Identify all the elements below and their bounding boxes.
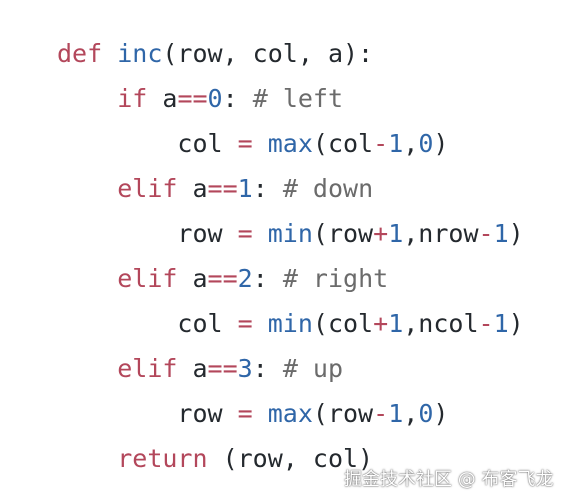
code-line: elif a==1: # down bbox=[57, 174, 373, 204]
code-token: == bbox=[207, 264, 238, 293]
code-line: row = min(row+1,nrow-1) bbox=[57, 219, 524, 249]
code-token: elif bbox=[117, 264, 178, 293]
code-token bbox=[57, 264, 117, 293]
code-token: (row, col, a): bbox=[162, 39, 374, 68]
code-token: == bbox=[177, 84, 208, 113]
code-token: elif bbox=[117, 354, 178, 383]
code-token: 1 bbox=[493, 219, 509, 248]
code-token: a bbox=[177, 354, 208, 383]
code-token: : bbox=[252, 174, 283, 203]
code-token: - bbox=[478, 219, 494, 248]
code-token: (row bbox=[312, 219, 374, 248]
code-token: if bbox=[117, 84, 148, 113]
code-token: + bbox=[373, 219, 389, 248]
code-token: 0 bbox=[418, 399, 434, 428]
code-line: elif a==2: # right bbox=[57, 264, 388, 294]
code-line: return (row, col) bbox=[57, 444, 373, 474]
code-token: - bbox=[478, 309, 494, 338]
code-token: ) bbox=[433, 129, 449, 158]
code-token bbox=[57, 84, 117, 113]
code-token: (col bbox=[312, 309, 374, 338]
code-token: (row bbox=[312, 399, 374, 428]
code-token: = bbox=[237, 219, 253, 248]
code-token: 1 bbox=[237, 174, 253, 203]
code-token: (col bbox=[312, 129, 374, 158]
code-token bbox=[253, 219, 268, 248]
code-token: 1 bbox=[388, 399, 404, 428]
code-token bbox=[253, 129, 268, 158]
code-token: min bbox=[267, 309, 313, 338]
code-token: 1 bbox=[388, 309, 404, 338]
code-token: max bbox=[267, 399, 313, 428]
code-token bbox=[253, 399, 268, 428]
code-line: row = max(row-1,0) bbox=[57, 399, 448, 429]
code-token: row bbox=[57, 219, 238, 248]
code-token: 1 bbox=[493, 309, 509, 338]
code-token: ,nrow bbox=[403, 219, 479, 248]
code-token bbox=[253, 309, 268, 338]
code-token: + bbox=[373, 309, 389, 338]
code-token: - bbox=[373, 129, 389, 158]
code-token: a bbox=[147, 84, 178, 113]
code-token: min bbox=[267, 219, 313, 248]
code-line: col = max(col-1,0) bbox=[57, 129, 448, 159]
code-token: : bbox=[222, 84, 253, 113]
code-token: a bbox=[177, 174, 208, 203]
code-token: : bbox=[252, 264, 283, 293]
code-token: col bbox=[57, 129, 238, 158]
code-token: # right bbox=[282, 264, 389, 293]
code-token: = bbox=[237, 399, 253, 428]
code-token: - bbox=[373, 399, 389, 428]
code-token: == bbox=[207, 354, 238, 383]
code-token: , bbox=[403, 129, 419, 158]
code-token bbox=[102, 39, 117, 68]
code-token: inc bbox=[117, 39, 163, 68]
code-token: 1 bbox=[388, 219, 404, 248]
code-token: 1 bbox=[388, 129, 404, 158]
code-line: col = min(col+1,ncol-1) bbox=[57, 309, 524, 339]
code-token: # up bbox=[282, 354, 344, 383]
code-token: , bbox=[403, 399, 419, 428]
code-token bbox=[57, 444, 117, 473]
code-token: ) bbox=[508, 219, 524, 248]
code-token: ,ncol bbox=[403, 309, 479, 338]
code-token: col bbox=[57, 309, 238, 338]
code-line: def inc(row, col, a): bbox=[57, 39, 373, 69]
code-token: def bbox=[57, 39, 103, 68]
code-token: : bbox=[252, 354, 283, 383]
code-token: 2 bbox=[237, 264, 253, 293]
code-token: row bbox=[57, 399, 238, 428]
code-token: == bbox=[207, 174, 238, 203]
code-token: 0 bbox=[207, 84, 223, 113]
code-token: elif bbox=[117, 174, 178, 203]
code-token: ) bbox=[508, 309, 524, 338]
code-line: if a==0: # left bbox=[57, 84, 343, 114]
code-token bbox=[57, 354, 117, 383]
code-token bbox=[57, 174, 117, 203]
code-token: 0 bbox=[418, 129, 434, 158]
code-token: 3 bbox=[237, 354, 253, 383]
code-token: # left bbox=[252, 84, 344, 113]
watermark: 掘金技术社区 @ 布客飞龙 bbox=[344, 469, 554, 490]
code-token: (row, col) bbox=[207, 444, 374, 473]
code-token: # down bbox=[282, 174, 374, 203]
code-line: elif a==3: # up bbox=[57, 354, 343, 384]
code-token: = bbox=[237, 309, 253, 338]
code-token: max bbox=[267, 129, 313, 158]
code-token: = bbox=[237, 129, 253, 158]
code-token: return bbox=[117, 444, 208, 473]
code-token: ) bbox=[433, 399, 449, 428]
code-token: a bbox=[177, 264, 208, 293]
